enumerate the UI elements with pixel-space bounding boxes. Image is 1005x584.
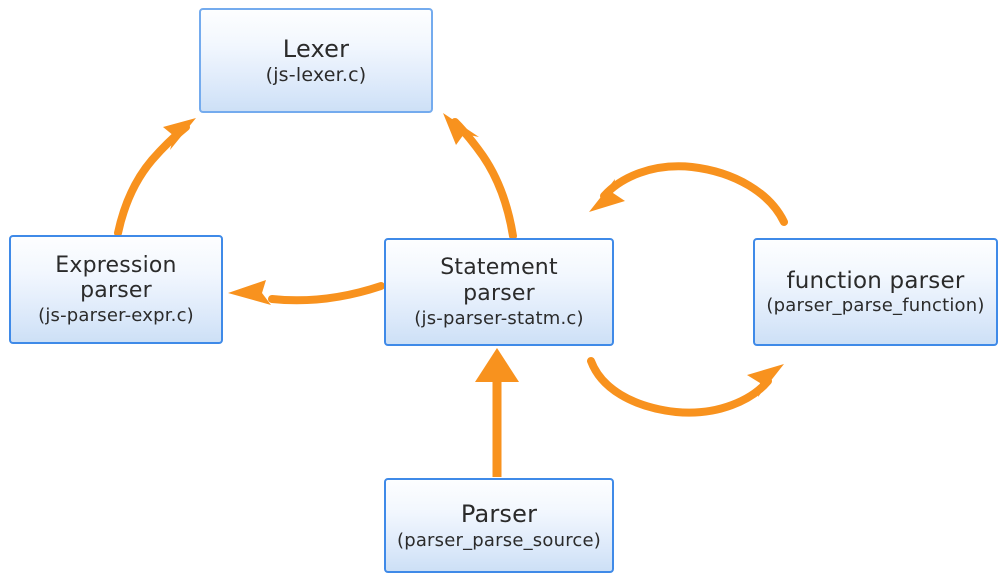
node-expression-parser-subtitle: (js-parser-expr.c) xyxy=(38,305,194,327)
node-function-parser-title: function parser xyxy=(786,267,965,294)
node-parser-title: Parser xyxy=(460,500,538,529)
node-parser[interactable]: Parser (parser_parse_source) xyxy=(384,478,614,573)
node-function-parser-subtitle: (parser_parse_function) xyxy=(766,295,985,317)
edge-statement-to-function xyxy=(587,357,784,417)
node-statement-parser-title: Statement parser xyxy=(440,255,558,306)
node-lexer-title: Lexer xyxy=(282,34,350,63)
node-function-parser[interactable]: function parser (parser_parse_function) xyxy=(753,238,998,346)
edge-function-to-statement xyxy=(589,162,788,226)
node-statement-parser[interactable]: Statement parser (js-parser-statm.c) xyxy=(384,238,614,346)
node-expression-parser[interactable]: Expression parser (js-parser-expr.c) xyxy=(9,235,223,344)
node-parser-subtitle: (parser_parse_source) xyxy=(396,529,602,551)
edge-expression-to-lexer xyxy=(114,118,196,237)
edge-parser-to-statement xyxy=(475,348,519,477)
node-lexer-subtitle: (js-lexer.c) xyxy=(265,63,367,86)
node-lexer[interactable]: Lexer (js-lexer.c) xyxy=(199,8,433,113)
edge-statement-to-expression xyxy=(228,280,385,305)
node-statement-parser-subtitle: (js-parser-statm.c) xyxy=(414,307,584,329)
node-expression-parser-title: Expression parser xyxy=(55,252,177,304)
edge-statement-to-lexer xyxy=(443,113,517,240)
